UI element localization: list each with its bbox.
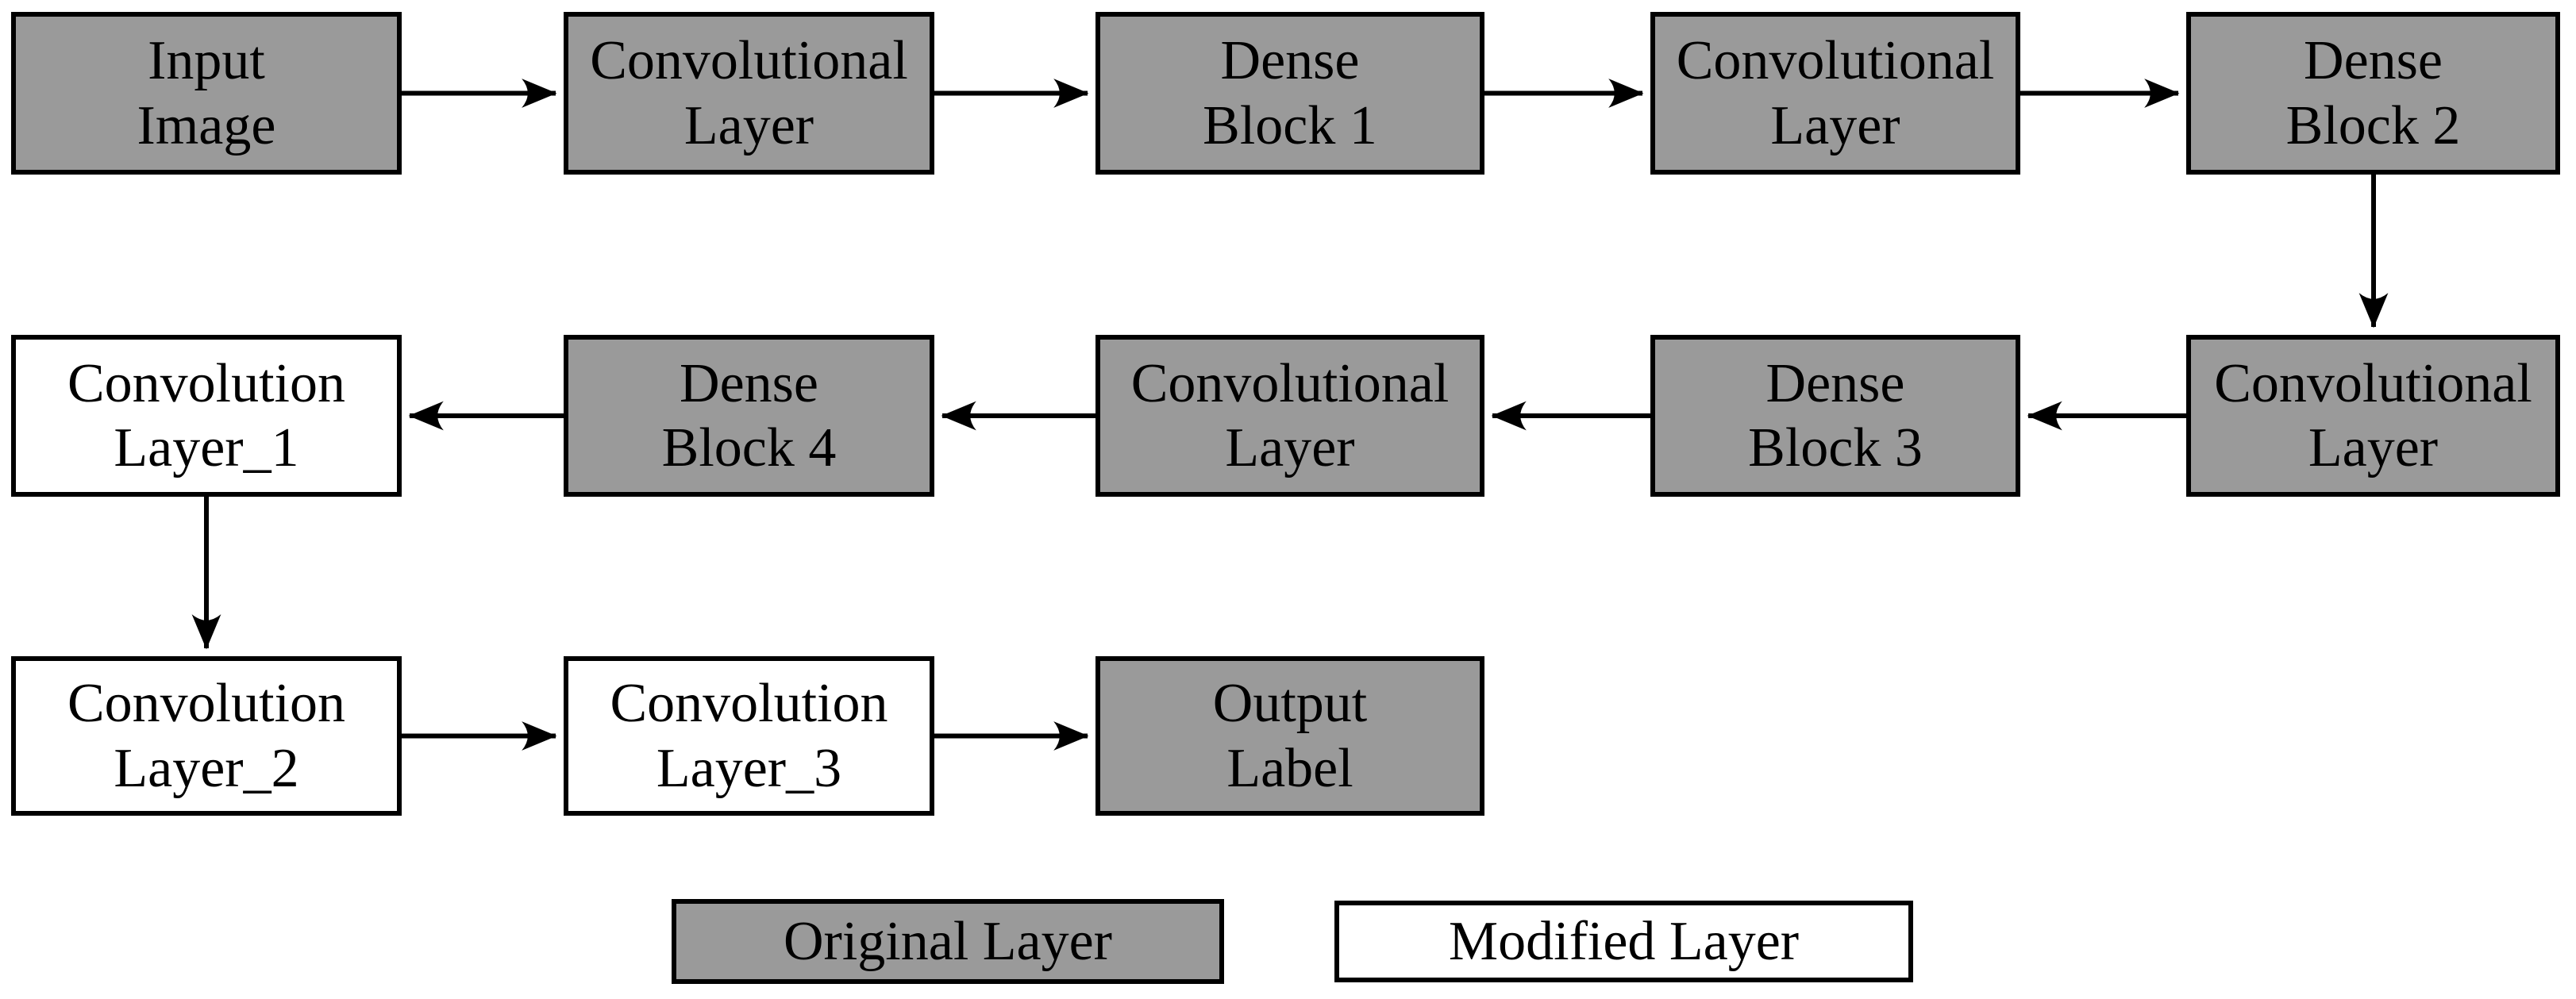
legend-modified-layer: Modified Layer <box>1334 901 1913 982</box>
node-label: Input Image <box>137 30 276 156</box>
node-label: Convolutional Layer <box>1130 352 1450 478</box>
node-dense-block-1: Dense Block 1 <box>1095 12 1484 175</box>
node-label: Convolutional Layer <box>2214 352 2532 478</box>
node-convolutional-layer-row2-right: Convolutional Layer <box>2186 335 2560 497</box>
node-label: Dense Block 4 <box>661 352 837 478</box>
node-label: Convolution Layer_1 <box>67 352 346 478</box>
node-convolutional-layer-row1-b: Convolutional Layer <box>1650 12 2020 175</box>
legend-modified-label: Modified Layer <box>1448 910 1800 972</box>
node-label: Dense Block 1 <box>1203 30 1377 156</box>
legend-original-layer: Original Layer <box>672 899 1224 984</box>
node-convolution-layer-1: Convolution Layer_1 <box>11 335 402 497</box>
node-convolutional-layer-row1-a: Convolutional Layer <box>564 12 934 175</box>
node-dense-block-3: Dense Block 3 <box>1650 335 2020 497</box>
node-convolution-layer-2: Convolution Layer_2 <box>11 656 402 816</box>
node-label: Convolution Layer_3 <box>610 673 888 799</box>
node-input-image: Input Image <box>11 12 402 175</box>
node-label: Dense Block 3 <box>1748 352 1923 478</box>
legend-original-label: Original Layer <box>784 910 1112 972</box>
node-label: Convolution Layer_2 <box>67 673 346 799</box>
node-convolutional-layer-row2-center: Convolutional Layer <box>1095 335 1484 497</box>
node-label: Dense Block 2 <box>2285 30 2461 156</box>
node-label: Convolutional Layer <box>1676 30 1995 156</box>
node-dense-block-4: Dense Block 4 <box>564 335 934 497</box>
node-output-label: Output Label <box>1095 656 1484 816</box>
node-label: Convolutional Layer <box>590 30 908 156</box>
node-dense-block-2: Dense Block 2 <box>2186 12 2560 175</box>
node-label: Output Label <box>1212 673 1368 799</box>
node-convolution-layer-3: Convolution Layer_3 <box>564 656 934 816</box>
